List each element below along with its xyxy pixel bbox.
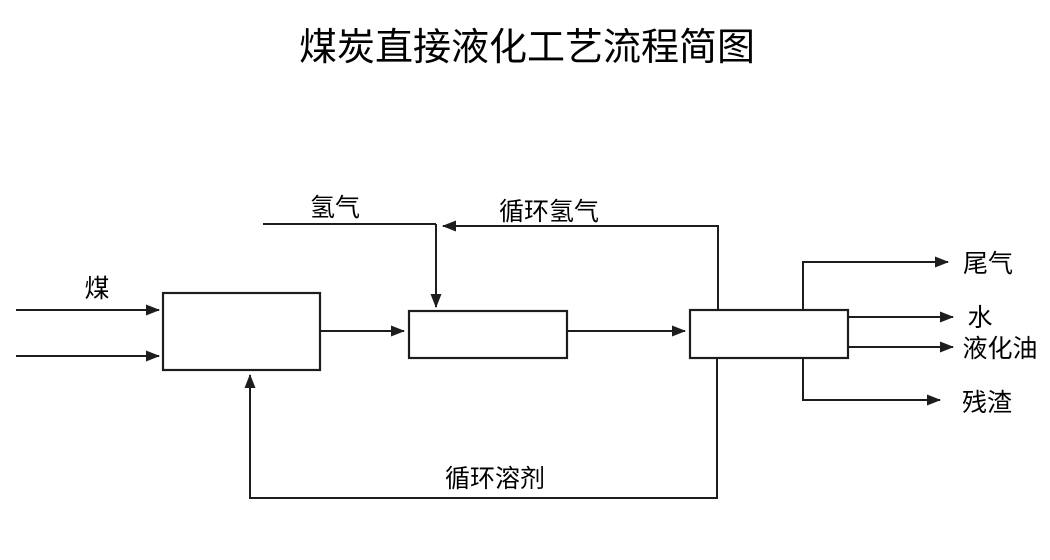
recycle-solvent-line <box>244 358 718 499</box>
tail-gas-line <box>802 256 949 310</box>
hydrogen-label: 氢气 <box>310 194 360 222</box>
recycle-solvent-label: 循环溶剂 <box>445 465 545 493</box>
process-box-2 <box>407 309 569 360</box>
liquefied-oil-label: 液化油 <box>962 335 1037 363</box>
process-box-1 <box>161 291 322 372</box>
tail-gas-label: 尾气 <box>963 250 1013 278</box>
process-box-3 <box>688 308 850 360</box>
recycle-hydrogen-line <box>442 220 719 310</box>
water-label: 水 <box>967 304 992 332</box>
residue-label: 残渣 <box>962 389 1012 417</box>
recycle-hydrogen-label: 循环氢气 <box>499 198 599 226</box>
coal-label: 煤 <box>84 275 109 303</box>
residue-line <box>802 358 941 406</box>
diagram-title: 煤炭直接液化工艺流程简图 <box>299 27 755 69</box>
